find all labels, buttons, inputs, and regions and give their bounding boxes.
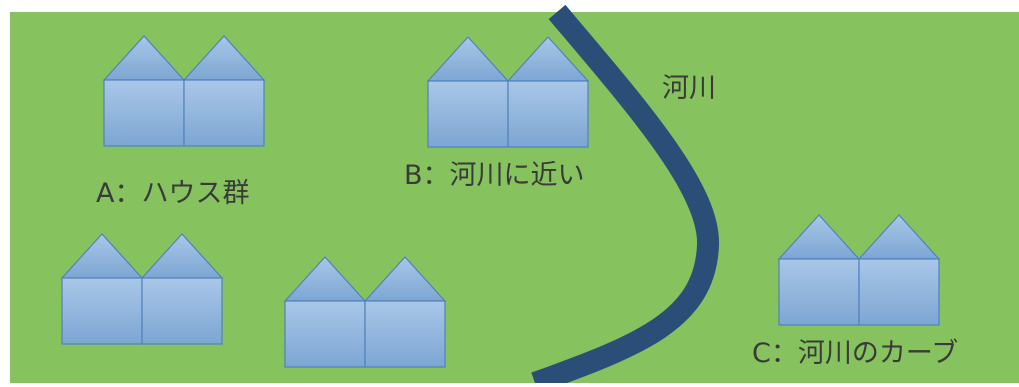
greenhouse-c: [777, 214, 941, 326]
group-a-label: A：ハウス群: [96, 178, 250, 209]
group-b-label: B：河川に近い: [404, 160, 585, 191]
greenhouse-a-top: [102, 35, 266, 147]
river-label: 河川: [662, 73, 716, 104]
greenhouse-a-bottom-right: [283, 256, 447, 368]
greenhouse-a-bottom-left: [60, 233, 224, 345]
greenhouse-b: [426, 36, 590, 148]
group-c-label: C：河川のカーブ: [752, 338, 959, 369]
river: [531, 4, 719, 387]
